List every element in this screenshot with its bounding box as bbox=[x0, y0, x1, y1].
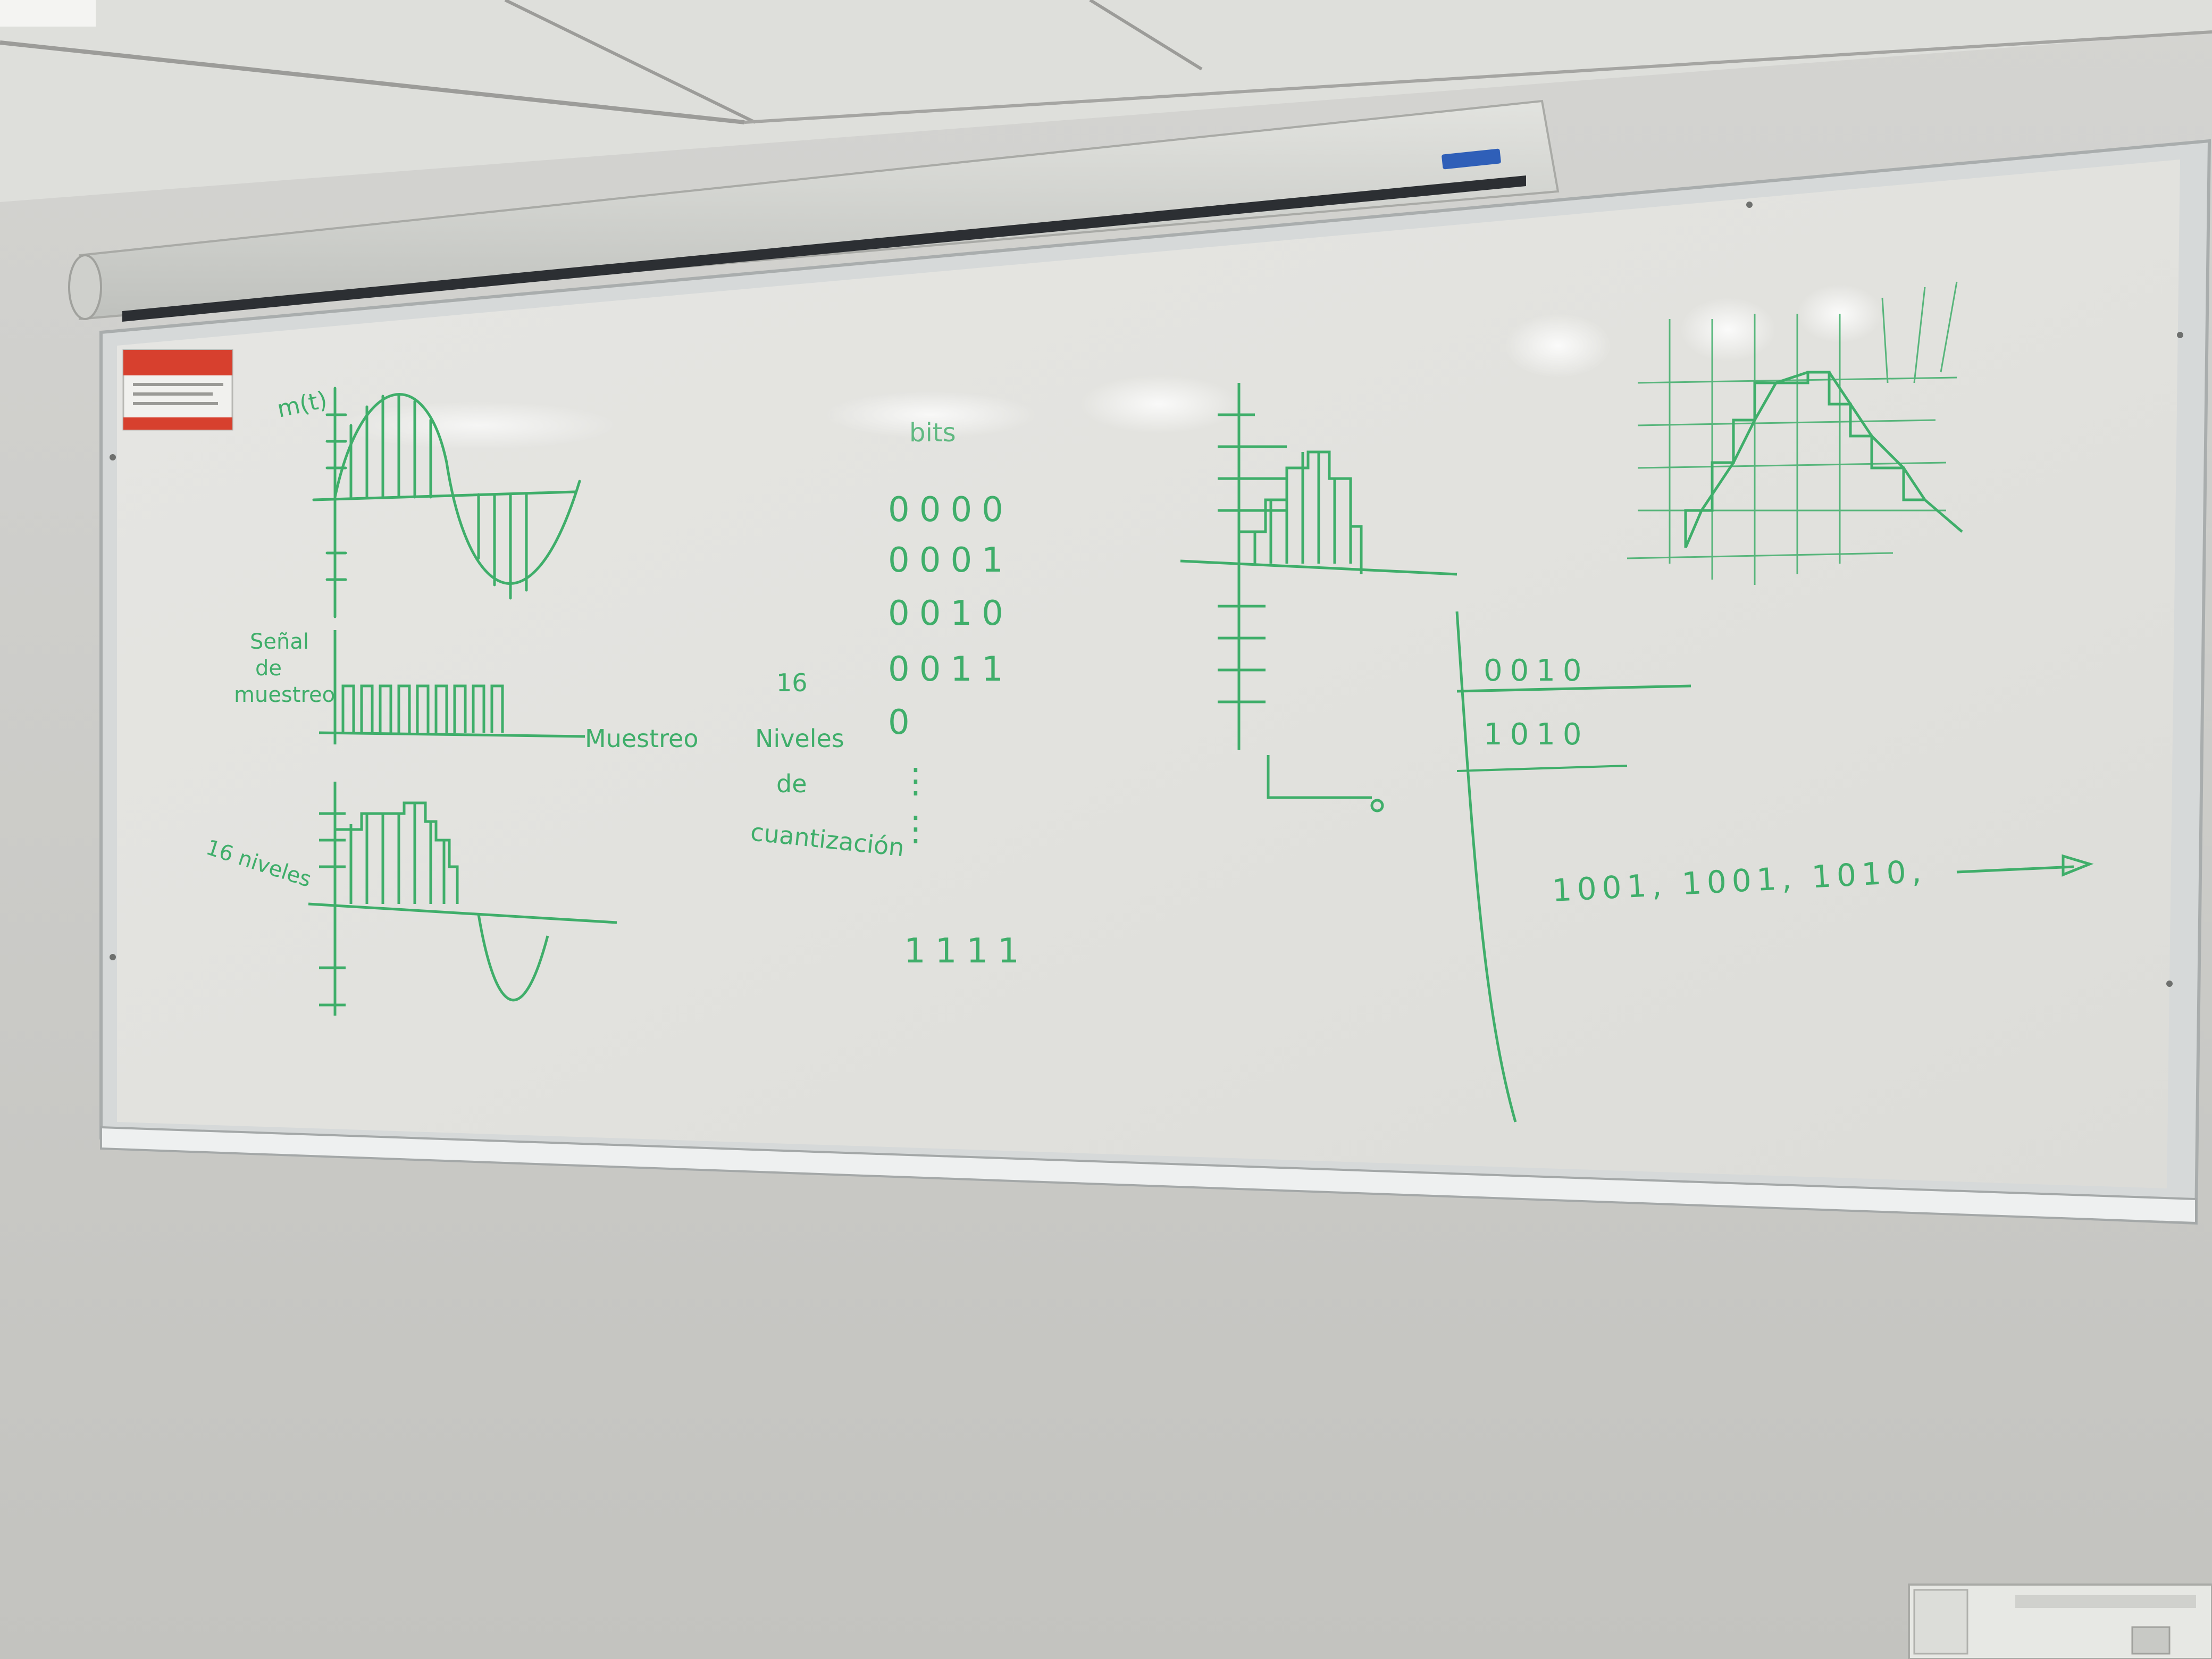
ceiling-tile-seam bbox=[744, 30, 2212, 124]
ceiling-tile-seam bbox=[1089, 0, 1203, 71]
wall-outlet bbox=[1908, 1583, 2212, 1659]
sampling-signal-label: Señal de muestreo bbox=[234, 630, 335, 707]
safety-sign bbox=[122, 349, 233, 431]
board-screw bbox=[110, 454, 116, 460]
bit-code: 0010 bbox=[888, 594, 1013, 633]
sampling-label-line: Señal bbox=[250, 630, 309, 654]
sampled-sine-diagram bbox=[312, 387, 581, 618]
ceiling-tile-seam bbox=[0, 40, 745, 124]
bits-header: bits bbox=[909, 418, 956, 448]
quantization-note-line: de bbox=[776, 769, 807, 798]
bit-code: ⋮ bbox=[899, 761, 942, 801]
bit-code: 0 bbox=[888, 703, 919, 742]
sampling-label-line: muestreo bbox=[234, 683, 335, 707]
whiteboard: m(t) Señal de muestreo Muestreo bbox=[99, 139, 2211, 1225]
light-glare bbox=[340, 401, 617, 449]
bit-code: 0001 bbox=[888, 541, 1013, 580]
coded-table-rows: 0010 1010 bbox=[1484, 653, 1589, 752]
bit-code: ⋮ bbox=[899, 809, 942, 849]
board-screw bbox=[2177, 332, 2183, 338]
light-glare bbox=[824, 391, 1037, 439]
bit-code: 0011 bbox=[888, 650, 1013, 689]
board-screw bbox=[110, 954, 116, 960]
coded-table bbox=[1455, 611, 1691, 1122]
light-glare bbox=[1680, 298, 1776, 362]
staircase-diagram bbox=[1180, 383, 1457, 812]
quantization-note-line: Niveles bbox=[755, 724, 844, 753]
marker-tray bbox=[100, 1126, 2197, 1225]
projector-screen-case bbox=[68, 99, 1560, 322]
ceiling-light bbox=[0, 0, 96, 27]
ceiling bbox=[0, 0, 2212, 202]
grid-staircase-diagram bbox=[1627, 281, 1963, 585]
coded-row: 1010 bbox=[1484, 717, 1589, 752]
bit-code: 0000 bbox=[888, 490, 1013, 530]
coded-row: 0010 bbox=[1484, 653, 1589, 688]
sampling-caption: Muestreo bbox=[585, 724, 699, 753]
projector-brand-label bbox=[1442, 148, 1501, 170]
sampling-pulse-train bbox=[319, 630, 585, 744]
whiteboard-surface bbox=[117, 160, 2180, 1188]
ceiling-tile-seam bbox=[504, 0, 756, 124]
quantized-signal-diagram bbox=[308, 782, 617, 1016]
light-glare bbox=[1079, 375, 1239, 433]
bit-codes-list: 0000 0001 0010 0011 0 ⋮ ⋮ 1111 bbox=[888, 490, 1029, 971]
quantization-note-line: 16 bbox=[776, 668, 808, 697]
bit-stream-arrow bbox=[1956, 854, 2094, 877]
sample-lines bbox=[349, 395, 528, 600]
board-screw bbox=[2166, 981, 2173, 987]
sampling-label-line: de bbox=[255, 656, 282, 681]
bit-code: 1111 bbox=[904, 932, 1029, 971]
board-screw bbox=[1746, 202, 1753, 208]
light-glare bbox=[1505, 314, 1611, 378]
